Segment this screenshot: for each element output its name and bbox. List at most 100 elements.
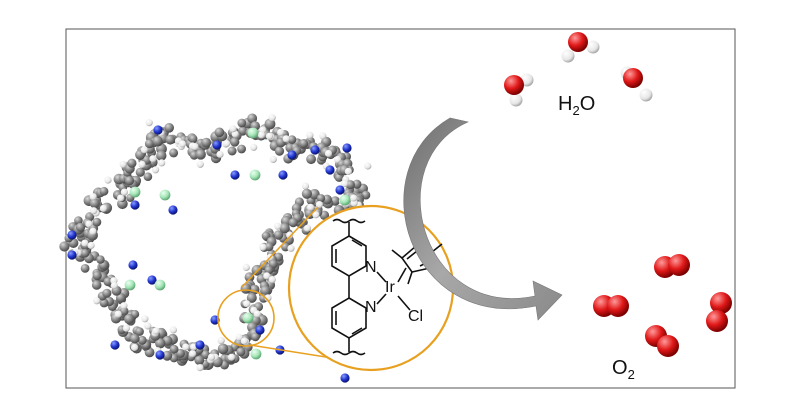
zoom-line-bottom (249, 344, 333, 359)
framework-carbon-atom (264, 118, 276, 130)
framework-carbon-atom (246, 292, 257, 303)
framework-hydrogen-atom (152, 166, 160, 174)
framework-hydrogen-atom (312, 211, 320, 219)
framework-carbon-atom (127, 158, 137, 168)
framework-carbon-atom (287, 135, 297, 144)
framework-hydrogen-atom (182, 343, 190, 351)
magnified-complex-circle (287, 204, 455, 372)
framework-carbon-atom (345, 180, 355, 190)
framework-hydrogen-atom (117, 194, 125, 202)
water-molecule-2 (504, 73, 534, 107)
framework-carbon-atom (227, 146, 237, 156)
framework-hydrogen-atom (315, 201, 323, 209)
framework-carbon-atom (247, 113, 258, 124)
framework-hydrogen-atom (341, 180, 349, 188)
framework-carbon-atom (91, 280, 102, 290)
oxygen-molecule-4 (645, 325, 679, 357)
chloride-label: Cl (408, 308, 424, 325)
oxygen-label: O2 (612, 357, 635, 382)
framework-carbon-atom (143, 172, 153, 181)
framework-carbon-atom (264, 242, 274, 252)
framework-hydrogen-atom (333, 155, 342, 164)
framework-hydrogen-atom (138, 160, 146, 168)
nitrogen-label-bottom: N (365, 299, 377, 316)
framework-nitrogen-atom (147, 275, 157, 285)
framework-carbon-atom (288, 218, 298, 228)
framework-hydrogen-atom (269, 155, 277, 163)
framework-carbon-atom (169, 344, 179, 354)
framework-carbon-atom (124, 176, 135, 186)
framework-nitrogen-atom (67, 230, 77, 240)
framework-hydrogen-atom (152, 327, 160, 335)
framework-carbon-atom (92, 271, 102, 281)
framework-carbon-atom (201, 350, 211, 360)
framework-hydrogen-atom (307, 203, 315, 211)
framework-carbon-atom (237, 118, 247, 128)
framework-hydrogen-atom (286, 231, 294, 239)
framework-nitrogen-atom (195, 340, 205, 350)
framework-nitrogen-atom (212, 140, 222, 150)
water-molecule-1 (561, 32, 600, 63)
framework-nitrogen-atom (130, 200, 140, 210)
framework-carbon-atom (299, 139, 309, 149)
oxygen-molecules (593, 254, 732, 357)
framework-carbon-atom (264, 265, 274, 275)
framework-carbon-atom (169, 148, 179, 158)
framework-hydrogen-atom (196, 160, 204, 168)
framework-hydrogen-atom (324, 149, 333, 158)
framework-nitrogen-atom (155, 350, 165, 360)
framework-hydrogen-atom (216, 150, 224, 158)
oxygen-molecule-3 (706, 292, 732, 332)
framework-carbon-atom (75, 222, 86, 232)
framework-hydrogen-atom (301, 182, 310, 190)
framework-carbon-atom (195, 149, 206, 160)
framework-nitrogen-atom (255, 325, 265, 335)
framework-hydrogen-atom (282, 135, 290, 143)
framework-carbon-atom (217, 343, 229, 355)
framework-hydrogen-atom (259, 243, 267, 251)
framework-carbon-atom (135, 327, 144, 336)
framework-nitrogen-atom (153, 125, 163, 135)
framework-hydrogen-atom (268, 114, 276, 122)
framework-hydrogen-atom (240, 337, 248, 345)
framework-nitrogen-atom (67, 250, 77, 260)
framework-highlight-atom (159, 189, 171, 201)
framework-nitrogen-atom (168, 205, 178, 215)
framework-carbon-atom (152, 136, 163, 147)
framework-ring (59, 113, 372, 383)
framework-carbon-atom (306, 154, 316, 165)
framework-nitrogen-atom (335, 185, 345, 195)
framework-hydrogen-atom (229, 125, 237, 133)
framework-carbon-atom (137, 335, 147, 345)
oxygen-label-o: O (612, 357, 628, 379)
framework-hydrogen-atom (169, 326, 177, 334)
framework-nitrogen-atom (128, 260, 138, 270)
framework-carbon-atom (80, 264, 90, 273)
framework-carbon-atom (99, 298, 109, 308)
framework-carbon-atom (240, 283, 252, 294)
framework-carbon-atom (251, 332, 260, 342)
framework-carbon-atom (119, 306, 129, 316)
framework-highlight-atom (129, 186, 141, 198)
framework-carbon-atom (237, 144, 247, 154)
framework-carbon-atom (92, 217, 102, 227)
water-label-subscript: 2 (572, 103, 580, 118)
framework-hydrogen-atom (120, 188, 128, 196)
framework-hydrogen-atom (85, 220, 93, 228)
framework-hydrogen-atom (89, 227, 97, 235)
framework-carbon-atom (162, 350, 173, 361)
framework-hydrogen-atom (263, 272, 271, 280)
framework-hydrogen-atom (89, 193, 97, 201)
oxygen-label-subscript: 2 (627, 367, 635, 382)
water-label-o: O (579, 93, 596, 115)
framework-hydrogen-atom (207, 353, 216, 361)
framework-carbon-atom (194, 355, 205, 365)
framework-carbon-atom (99, 186, 109, 196)
framework-hydrogen-atom (364, 162, 372, 170)
framework-hydrogen-atom (235, 333, 243, 341)
framework-hydrogen-atom (145, 119, 153, 127)
framework-hydrogen-atom (149, 155, 157, 163)
framework-hydrogen-atom (90, 207, 98, 215)
framework-carbon-atom (279, 223, 290, 234)
zoom-line-top (241, 206, 319, 288)
